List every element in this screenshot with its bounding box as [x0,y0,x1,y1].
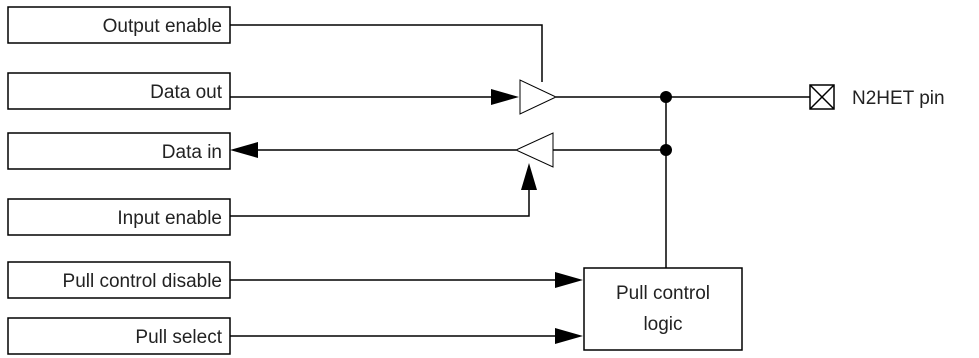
input-buffer-icon [514,132,554,168]
data-in-box [7,132,231,170]
data-out-label: Data out [150,82,223,103]
pull-control-logic-block: Pull control logic [583,267,743,351]
pull-control-disable-arrowhead [555,272,583,288]
input-enable-box [7,198,231,236]
pull-control-disable-block: Pull control disable [7,261,231,299]
data-in-label: Data in [162,142,222,163]
pull-select-arrowhead [555,328,583,344]
pull-control-disable-label: Pull control disable [63,271,222,292]
pin-symbol-icon [809,84,835,110]
data-in-arrowhead [230,142,258,158]
data-out-box [7,72,231,110]
input-junction-dot [660,144,672,156]
pin-cross-b [809,84,835,110]
pull-control-logic-box [583,267,743,351]
output-enable-box [7,6,231,44]
input-enable-block: Input enable [7,198,231,236]
pull-control-disable-box [7,261,231,299]
pull-select-box [7,317,231,355]
input-enable-arrowhead [521,163,537,190]
pull-select-block: Pull select [7,317,231,355]
output-enable-wire [230,24,543,82]
data-out-block: Data out [7,72,231,110]
pull-control-logic-label-line2: logic [643,314,682,335]
output-enable-label: Output enable [103,16,222,37]
output-junction-dot [660,91,672,103]
data-out-arrowhead [491,89,519,105]
input-enable-wire [230,190,530,217]
pull-select-label: Pull select [135,327,222,348]
output-enable-block: Output enable [7,6,231,44]
data-in-block: Data in [7,132,231,170]
pin-label: N2HET pin [852,88,945,109]
pull-control-logic-label-line1: Pull control [616,283,710,304]
output-buffer-icon [519,79,558,115]
input-enable-label: Input enable [117,208,222,229]
